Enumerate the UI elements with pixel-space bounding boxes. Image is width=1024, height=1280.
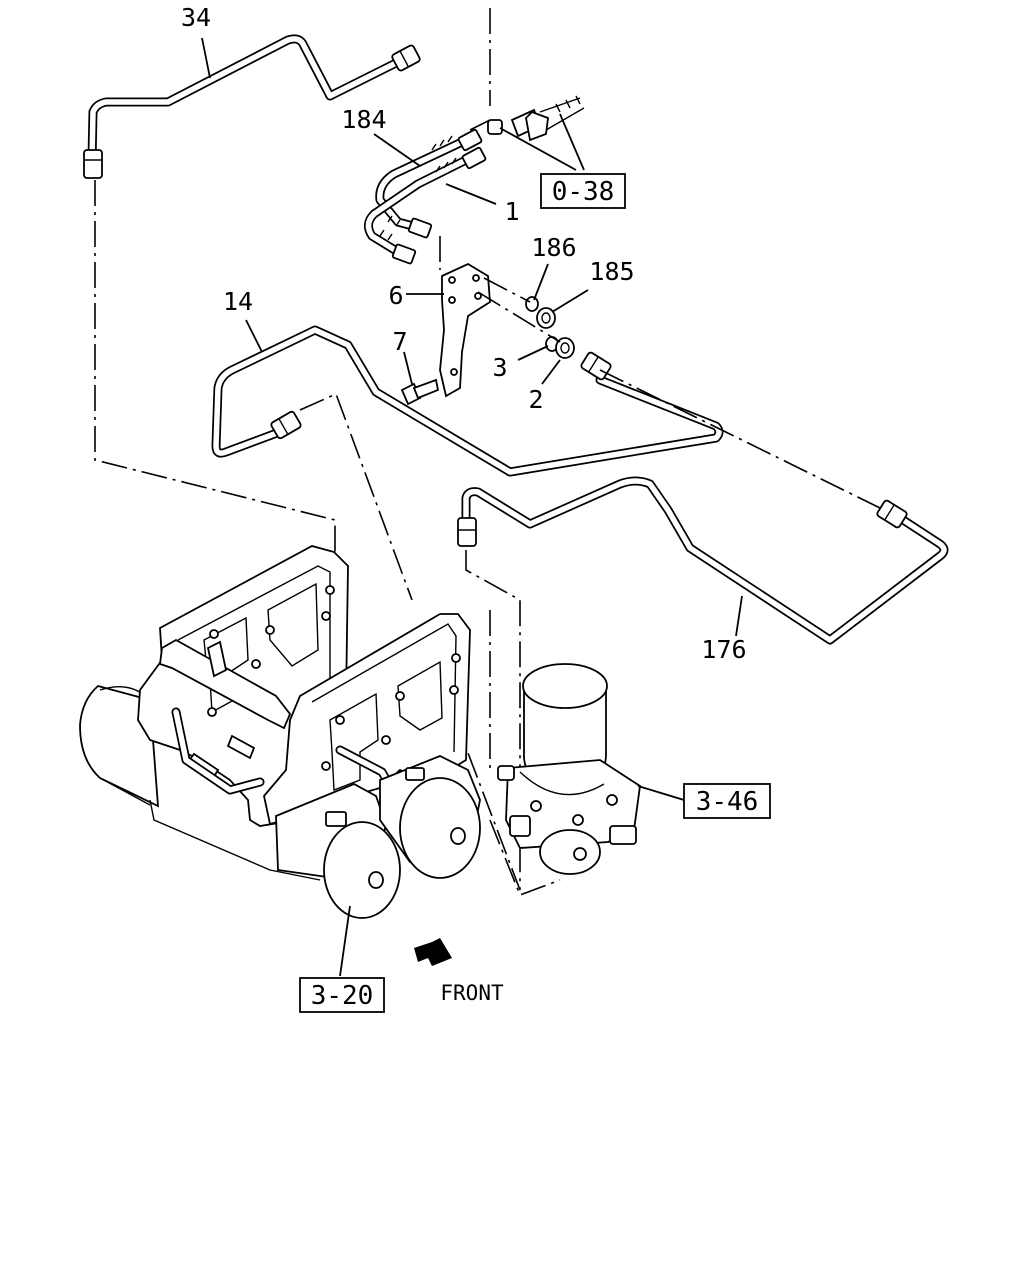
front-label: FRONT	[440, 981, 504, 1005]
callout-176: 176	[701, 635, 746, 664]
callout-185: 185	[589, 257, 634, 286]
callout-6: 6	[388, 281, 403, 310]
air-dryer	[497, 663, 641, 875]
pipe-34	[87, 34, 403, 165]
callout-34: 34	[181, 3, 211, 32]
washers-nuts	[525, 296, 575, 359]
reference-label: 3-20	[311, 981, 374, 1011]
pipe-176	[461, 476, 949, 645]
leader-lines	[201, 37, 743, 977]
callout-labels: 34 184 1 186 185 14 6 7 3 2 176	[181, 3, 747, 664]
callout-14: 14	[223, 287, 253, 316]
center-lines	[94, 8, 881, 897]
callout-1: 1	[504, 197, 519, 226]
reference-0-38[interactable]: 0-38	[540, 173, 626, 209]
pipe-14	[211, 325, 724, 477]
compressor-assembly	[79, 545, 481, 919]
front-arrow-icon	[414, 938, 452, 966]
reference-3-46[interactable]: 3-46	[683, 783, 771, 819]
callout-186: 186	[531, 233, 576, 262]
callout-3: 3	[492, 353, 507, 382]
reference-label: 0-38	[552, 177, 615, 207]
bracket-6	[439, 262, 491, 398]
callout-2: 2	[528, 385, 543, 414]
connector-0-38	[487, 95, 585, 142]
reference-3-20[interactable]: 3-20	[299, 977, 385, 1013]
bolt-7	[400, 378, 440, 406]
hose-184	[364, 135, 471, 257]
callout-7: 7	[392, 327, 407, 356]
reference-label: 3-46	[696, 787, 759, 817]
pipe-nuts	[83, 44, 908, 547]
callout-184: 184	[341, 105, 386, 134]
